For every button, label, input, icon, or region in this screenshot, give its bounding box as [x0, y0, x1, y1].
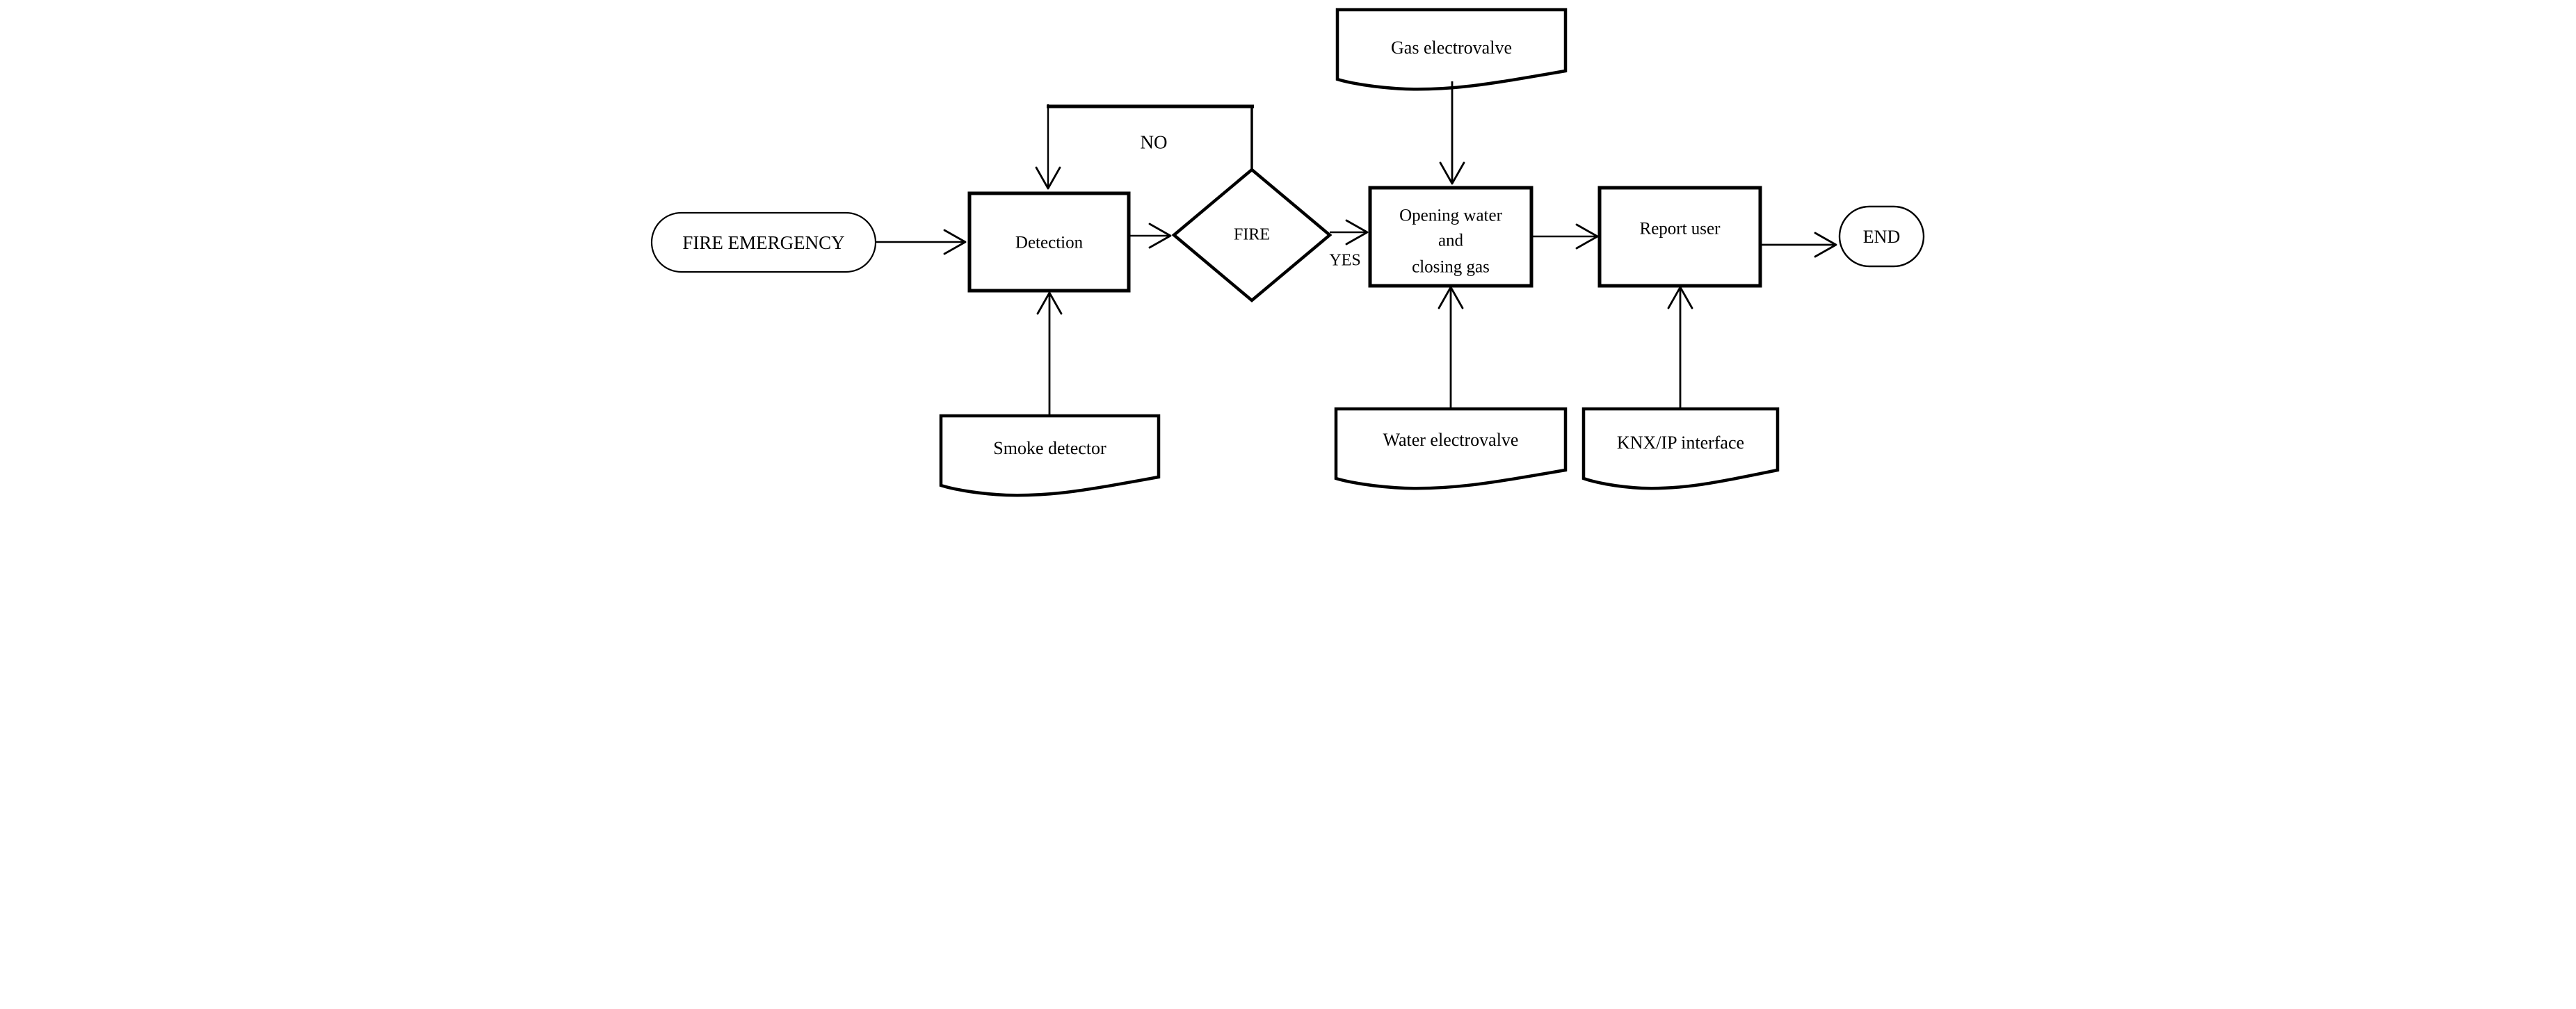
edge-smoke-to-detection-arrowhead-icon — [1036, 291, 1063, 315]
node-fire-decision-label: FIRE — [1234, 225, 1270, 243]
node-fire-decision-shape — [1171, 168, 1333, 302]
node-knx-ip-interface-label: KNX/IP interface — [1617, 433, 1744, 453]
node-water-electrovalve-label: Water electrovalve — [1383, 430, 1519, 450]
node-fire-emergency-label: FIRE EMERGENCY — [682, 232, 844, 253]
node-report-user-shape — [1597, 186, 1762, 288]
node-water-electrovalve-shape — [1334, 407, 1568, 490]
node-detection-label: Detection — [1015, 234, 1084, 252]
node-smoke-detector-label: Smoke detector — [993, 438, 1106, 458]
node-gas-electrovalve-shape — [1335, 8, 1568, 91]
flowchart-figure: FIRE EMERGENCY Detection FIRE Opening water… — [644, 0, 1932, 505]
flowchart-canvas: FIRE EMERGENCY Detection FIRE Opening water… — [644, 0, 1932, 505]
node-knx-ip-interface-shape — [1581, 407, 1780, 490]
edge-opening-to-report-arrowhead-icon — [1575, 223, 1599, 250]
edge-knx-to-report-arrowhead-icon — [1667, 286, 1693, 309]
edge-detection-to-fire-arrowhead-icon — [1148, 223, 1172, 249]
edge-fire-no-top-label: NO — [1141, 131, 1168, 152]
node-end-label: END — [1863, 227, 1900, 247]
edge-fire-no-down-arrowhead-icon — [1035, 166, 1061, 190]
node-detection-shape — [967, 191, 1131, 293]
node-opening-water-closing-gas-label-line: Opening water — [1399, 207, 1503, 225]
edge-water-to-opening-arrowhead-icon — [1438, 286, 1464, 309]
node-smoke-detector-shape — [939, 414, 1161, 497]
edge-report-to-end-arrowhead-icon — [1814, 232, 1837, 258]
edge-fire-yes-to-opening-label: YES — [1329, 251, 1360, 269]
node-gas-electrovalve-label: Gas electrovalve — [1391, 38, 1512, 58]
edge-start-to-detection-arrowhead-icon — [943, 229, 967, 255]
node-report-user-label: Report user — [1640, 220, 1721, 239]
node-opening-water-closing-gas-label-line: and — [1438, 232, 1464, 250]
node-end-shape — [1838, 205, 1925, 268]
edge-gas-to-opening-arrowhead-icon — [1439, 161, 1465, 185]
edge-fire-yes-to-opening-arrowhead-icon — [1345, 219, 1369, 245]
node-opening-water-closing-gas-label-line: closing gas — [1412, 258, 1490, 277]
